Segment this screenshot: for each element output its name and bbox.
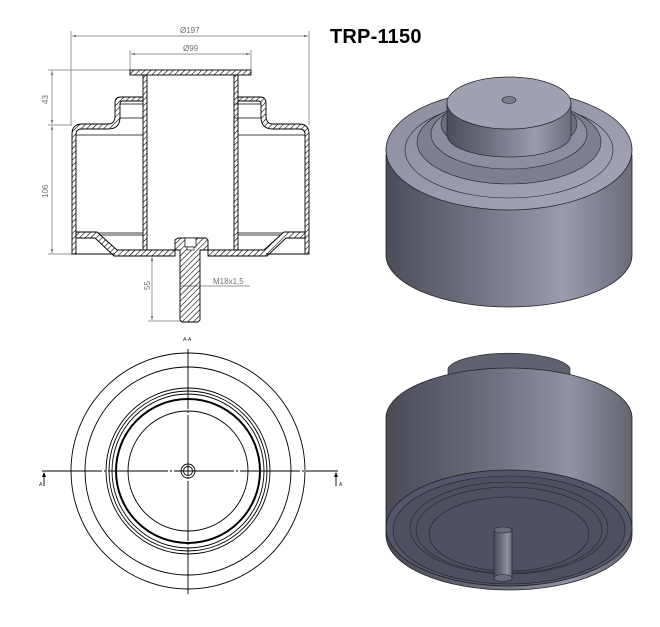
dim-body-height-label: 106 <box>41 184 50 198</box>
dim-bolt-length-label: 55 <box>143 281 152 290</box>
dim-plate-diameter-label: Ø99 <box>183 44 199 53</box>
center-lines <box>42 349 338 594</box>
section-label: A-A <box>183 337 192 343</box>
bolt <box>174 237 209 323</box>
section-view: Ø197 Ø99 43 106 55 M18x1,5 <box>41 26 310 323</box>
dim-bolt-length: 55 <box>143 257 182 322</box>
bottom-pan-right <box>207 231 306 257</box>
dim-outer-diameter-label: Ø197 <box>180 26 200 35</box>
dim-plate-diameter: Ø99 <box>129 44 252 70</box>
dim-outer-diameter: Ø197 <box>70 26 310 125</box>
dim-upper-height-label: 43 <box>41 95 50 104</box>
top-view: A-A A A <box>39 337 343 594</box>
dim-upper-height: 43 <box>41 69 130 126</box>
dim-thread-label: M18x1,5 <box>213 277 244 286</box>
drawing-title: TRP-1150 <box>330 26 422 48</box>
svg-text:A: A <box>339 482 343 488</box>
bottom-pan-left <box>75 231 176 257</box>
svg-text:A: A <box>39 482 43 488</box>
cut-marker-left: A <box>39 472 46 488</box>
cut-marker-right: A <box>334 472 343 488</box>
top-plate <box>129 69 252 76</box>
